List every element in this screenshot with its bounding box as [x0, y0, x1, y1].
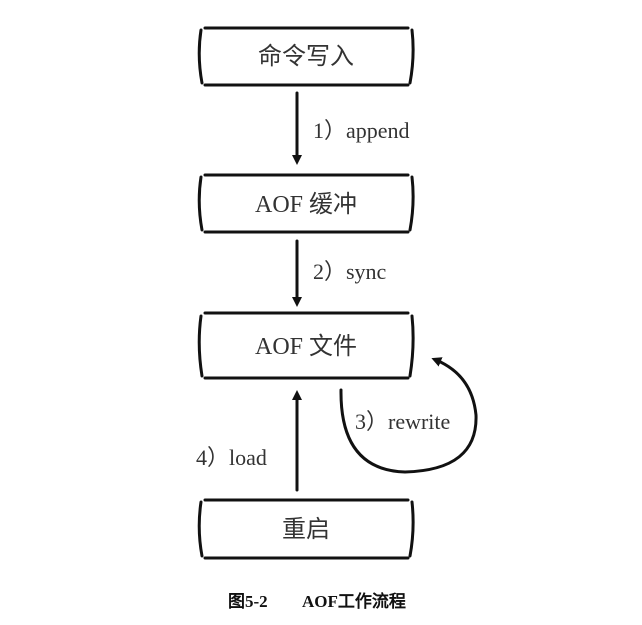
arrow-rewrite — [339, 357, 478, 474]
node-label: 重启 — [282, 516, 330, 543]
edge-label-rewrite: 3）rewrite — [355, 409, 450, 434]
caption-title: AOF工作流程 — [302, 591, 406, 611]
caption-number: 图5-2 — [228, 592, 268, 611]
node-restart — [197, 498, 415, 560]
node-label: AOF 缓冲 — [255, 191, 357, 218]
node-label: 命令写入 — [258, 43, 354, 70]
node-aof-buffer — [197, 173, 415, 234]
node-aof-file — [197, 311, 415, 380]
edge-label-append: 1）append — [313, 118, 410, 143]
edge-label-load: 4）load — [196, 445, 267, 470]
node-label: AOF 文件 — [255, 333, 357, 360]
node-command-write — [197, 26, 415, 87]
edge-label-sync: 2）sync — [313, 259, 387, 284]
